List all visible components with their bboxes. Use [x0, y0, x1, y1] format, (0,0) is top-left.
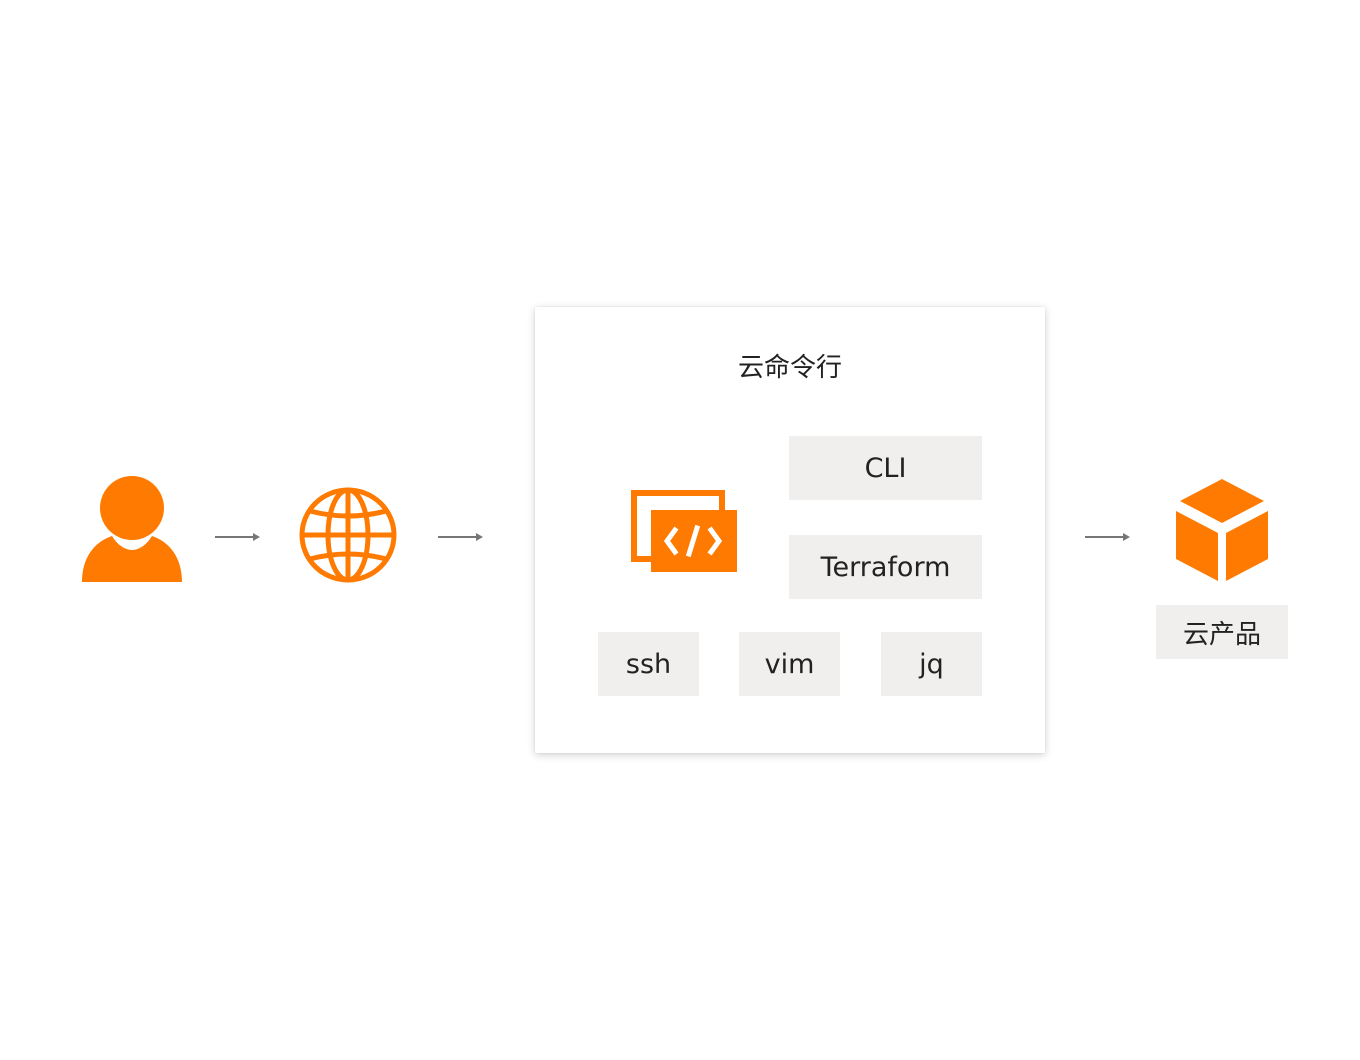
- globe-icon: [299, 487, 397, 583]
- cube-icon: [1176, 479, 1268, 581]
- tool-label-ssh: ssh: [625, 648, 672, 680]
- cloud-shell-panel: 云命令行 CLI Terraform ssh vim jq: [535, 307, 1045, 753]
- tool-tile-terraform: Terraform: [789, 535, 982, 599]
- tool-tile-jq: jq: [881, 632, 982, 696]
- cloud-products-label: 云产品: [1182, 619, 1261, 650]
- code-window-icon: [631, 490, 737, 572]
- cloud-products-label-box: 云产品: [1156, 605, 1288, 659]
- tool-tile-vim: vim: [739, 632, 840, 696]
- tool-label-cli: CLI: [864, 452, 907, 484]
- user-icon: [82, 476, 182, 582]
- tool-label-terraform: Terraform: [820, 551, 951, 583]
- tool-tile-cli: CLI: [789, 436, 982, 500]
- arrow-internet-to-cloud-shell: [438, 533, 483, 541]
- arrow-cloud-shell-to-products: [1085, 533, 1130, 541]
- tool-label-jq: jq: [919, 648, 944, 680]
- tool-label-vim: vim: [764, 648, 815, 680]
- cloud-shell-title: 云命令行: [737, 353, 842, 383]
- tool-tile-ssh: ssh: [598, 632, 699, 696]
- arrow-user-to-internet: [215, 533, 260, 541]
